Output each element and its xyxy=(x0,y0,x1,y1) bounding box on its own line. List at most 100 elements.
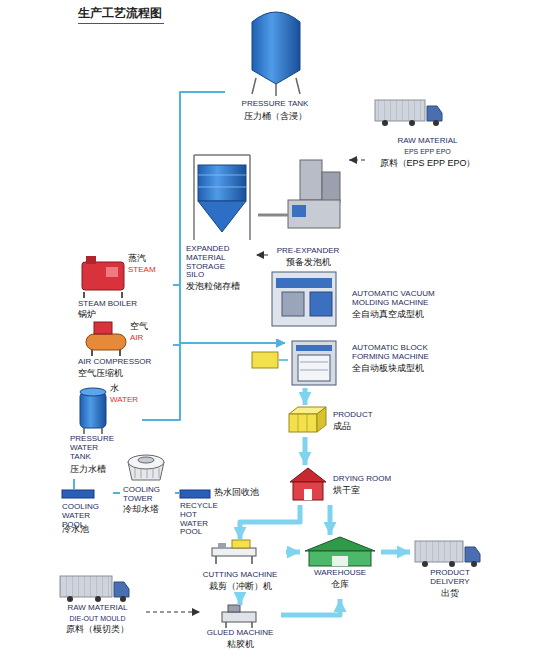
flow-connector xyxy=(381,550,410,555)
node-label: COOLING TOWER xyxy=(123,486,171,504)
node-label: EPS EPP EPO xyxy=(365,148,490,156)
node-label: CUTTING MACHINE xyxy=(195,571,285,580)
node-label: 热水回收池 xyxy=(214,488,259,498)
node-label: 预备发泡机 xyxy=(268,258,348,268)
process-node: PRODUCT DELIVERY 出货 xyxy=(410,538,491,602)
air-compressor xyxy=(86,322,126,356)
node-label: PRODUCT xyxy=(333,411,373,420)
flow-connector xyxy=(303,437,308,465)
process-node: PRODUCT 成品 xyxy=(285,405,380,437)
node-label: EXPANDED MATERIAL STORAGE SILO xyxy=(186,245,244,280)
hot-water-pool xyxy=(180,490,210,498)
cutting-machine xyxy=(212,540,256,564)
node-label: 原料（EPS EPP EPO） xyxy=(365,159,490,169)
node-label: 冷却水塔 xyxy=(123,505,159,515)
flow-connector xyxy=(303,388,308,405)
process-node: COOLING WATER POOL冷水池 xyxy=(62,490,113,546)
process-node: COOLING TOWER冷却水塔 xyxy=(120,448,175,516)
diagram-title: 生产工艺流程图 xyxy=(78,5,164,24)
node-label: 全自动板块成型机 xyxy=(352,364,424,374)
process-node: PRE-EXPANDER 预备发泡机 xyxy=(268,150,349,269)
node-label: 烘干室 xyxy=(333,486,360,496)
process-node: RAW MATERIAL EPS EPP EPO 原料（EPS EPP EPO） xyxy=(365,93,491,178)
node-label: 空气压缩机 xyxy=(78,369,123,379)
cooling-tower xyxy=(128,455,164,480)
node-label: 蒸汽 xyxy=(128,254,146,264)
drying-room xyxy=(290,468,326,500)
flow-connector xyxy=(240,505,300,540)
flow-connector xyxy=(173,285,285,343)
flow-connector xyxy=(175,492,180,494)
cooling-pool xyxy=(62,490,94,498)
flow-connector xyxy=(146,611,200,612)
truck xyxy=(375,100,442,126)
node-label: RAW MATERIAL xyxy=(50,604,145,613)
node-label: 锅炉 xyxy=(78,310,96,320)
water-tank xyxy=(80,388,106,434)
node-label: 成品 xyxy=(333,422,351,432)
process-node: RAW MATERIAL DIE-OUT MOULD 原料（模切类） xyxy=(50,572,146,642)
flow-connector xyxy=(73,479,75,490)
glued-machine xyxy=(222,605,256,628)
node-label: WAREHOUSE xyxy=(300,569,380,578)
node-label: RECYCLE HOT WATER POOL xyxy=(180,502,226,537)
node-label: 发泡粒储存槽 xyxy=(186,282,240,292)
node-label: RAW MATERIAL xyxy=(365,137,490,146)
node-label: 原料（模切类） xyxy=(50,625,145,635)
pressure-tank xyxy=(252,12,300,96)
flow-connector xyxy=(113,492,120,494)
process-node: PRESSURE TANK 压力桶（含浸） xyxy=(225,3,326,128)
flow-connector xyxy=(349,159,365,160)
node-label: AUTOMATIC BLOCK FORMING MACHINE xyxy=(352,344,447,362)
node-label: PRESSURE TANK xyxy=(225,100,325,109)
node-label: 水 xyxy=(110,384,119,394)
node-label: PRODUCT DELIVERY xyxy=(410,569,490,587)
process-node: WAREHOUSE 仓库 xyxy=(300,535,381,599)
product-blocks xyxy=(289,407,326,432)
process-node: CUTTING MACHINE 裁剪（冲断）机 xyxy=(195,540,286,595)
node-label: 粘胶机 xyxy=(200,640,280,650)
node-label: DIE-OUT MOULD xyxy=(50,615,145,623)
node-label: STEAM BOILER xyxy=(78,300,137,309)
flow-connector xyxy=(286,550,300,555)
process-node: GLUED MACHINE粘胶机 xyxy=(200,605,281,655)
process-node: 热水回收池 RECYCLE HOT WATER POOL xyxy=(180,488,260,543)
node-label: 冷水池 xyxy=(62,525,89,535)
process-node: 空气 AIR AIR COMPRESSOR 空气压缩机 xyxy=(78,318,173,380)
node-label: 出货 xyxy=(410,589,490,599)
flow-connector xyxy=(238,595,243,605)
truck xyxy=(415,541,480,567)
node-label: 裁剪（冲断）机 xyxy=(195,582,285,592)
node-label: STEAM xyxy=(128,266,156,275)
vacuum-molding-machine xyxy=(272,272,336,326)
node-label: AUTOMATIC VACUUM MOLDING MACHINE xyxy=(352,290,447,308)
flow-connector xyxy=(256,254,268,255)
pre-expander-machine xyxy=(258,160,340,228)
block-forming-machine xyxy=(292,341,336,385)
node-label: 全自动真空成型机 xyxy=(352,310,424,320)
node-label: 压力水槽 xyxy=(70,465,106,475)
node-label: PRE-EXPANDER xyxy=(268,247,348,256)
process-node: 水WATERPRESSURE WATER TANK压力水槽 xyxy=(70,383,142,479)
flow-connector xyxy=(180,92,285,343)
node-label: PRESSURE WATER TANK xyxy=(70,435,118,461)
flow-connector xyxy=(142,343,285,420)
flow-connector xyxy=(328,505,333,535)
process-node: AUTOMATIC VACUUM MOLDING MACHINE 全自动真空成型机 xyxy=(268,268,448,330)
truck xyxy=(60,576,129,602)
node-label: DRYING ROOM xyxy=(333,475,391,484)
node-label: 仓库 xyxy=(300,580,380,590)
node-label: 压力桶（含浸） xyxy=(225,112,325,122)
process-node: AUTOMATIC BLOCK FORMING MACHINE 全自动板块成型机 xyxy=(285,338,448,388)
node-label: AIR COMPRESSOR xyxy=(78,358,151,367)
node-label: 空气 xyxy=(130,322,148,332)
steam-boiler xyxy=(82,256,124,298)
mould-part xyxy=(252,352,288,368)
process-node: EXPANDED MATERIAL STORAGE SILO 发泡粒储存槽 xyxy=(186,150,256,295)
process-node: DRYING ROOM 烘干室 xyxy=(285,465,395,505)
flow-connector xyxy=(281,599,340,615)
warehouse xyxy=(305,537,375,566)
node-label: AIR xyxy=(130,334,143,343)
